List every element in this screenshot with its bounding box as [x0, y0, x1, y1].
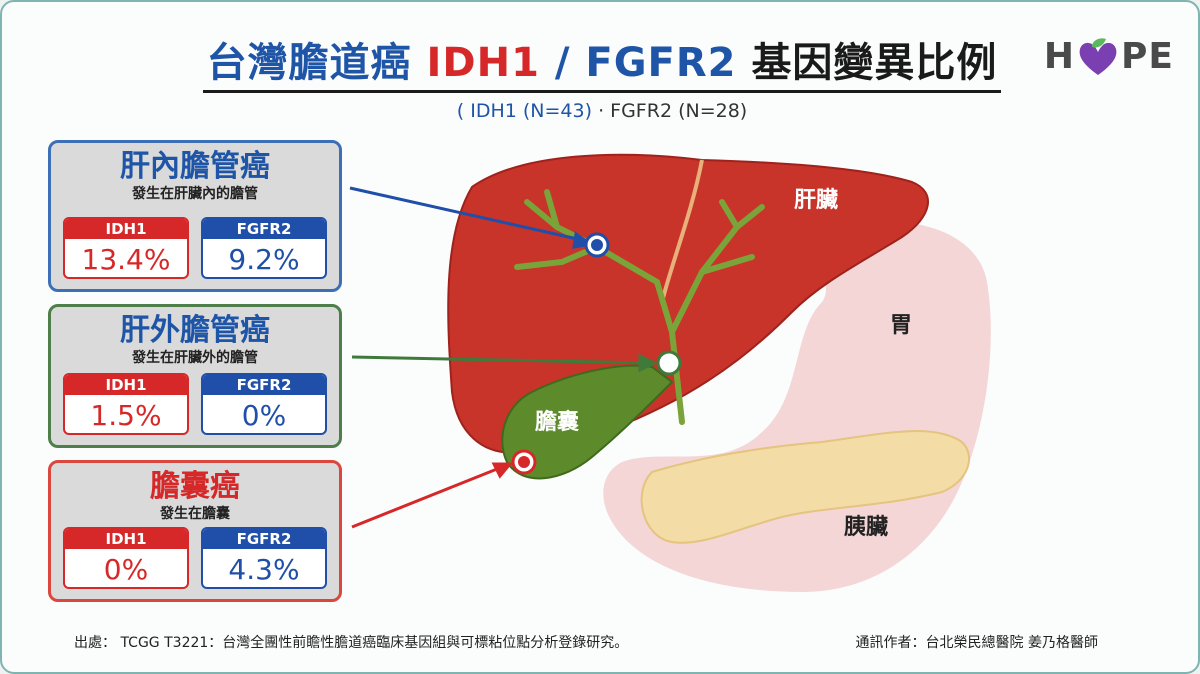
stomach-label: 胃 [890, 313, 913, 338]
idh1-label: IDH1 [65, 219, 187, 239]
idh1-value: 13.4% [81, 243, 171, 276]
fgfr2-label: FGFR2 [203, 219, 325, 239]
page-title: 台灣膽道癌 IDH1 / FGFR2 基因變異比例 [202, 30, 1002, 93]
pancreas-label: 胰臟 [844, 515, 889, 540]
card-subtitle: 發生在膽囊 [160, 506, 230, 522]
title-part-cancer: 台灣膽道癌 [206, 40, 412, 86]
fgfr2-value: 0% [241, 399, 287, 432]
heart-leaf-icon [1079, 37, 1117, 75]
fgfr2-box: FGFR2 9.2% [201, 217, 327, 279]
anatomy-illustration [349, 153, 991, 593]
pancreas-shape [640, 430, 971, 544]
title-area: 台灣膽道癌 IDH1 / FGFR2 基因變異比例 [2, 30, 1198, 93]
arrow-red [351, 462, 514, 529]
arrow-green [351, 353, 658, 373]
idh1-value: 1.5% [90, 399, 162, 432]
gallbladder-shape [501, 364, 674, 480]
subtitle-fgfr: · FGFR2 (N=28) [598, 100, 748, 122]
idh1-box: IDH1 0% [63, 527, 189, 589]
fgfr2-label: FGFR2 [203, 375, 325, 395]
card-subtitle: 發生在肝臟內的膽管 [132, 186, 258, 202]
fgfr2-label: FGFR2 [203, 529, 325, 549]
bile-duct-tree [514, 189, 765, 425]
card-title: 肝外膽管癌 [120, 313, 270, 348]
gallbladder-label: 膽囊 [535, 410, 580, 435]
card-subtitle: 發生在肝臟外的膽管 [132, 350, 258, 366]
source-note: 出處： TCGG T3221：台灣全團性前瞻性膽道癌臨床基因組與可標粘位點分析登… [74, 635, 629, 651]
idh1-label: IDH1 [65, 375, 187, 395]
fgfr2-box: FGFR2 4.3% [201, 527, 327, 589]
card-extrahepatic: 肝外膽管癌 發生在肝臟外的膽管 IDH1 1.5% FGFR2 0% [48, 304, 342, 448]
logo-text-left: H [1043, 36, 1076, 77]
arrow-blue [349, 186, 594, 249]
fgfr2-value: 9.2% [228, 243, 300, 276]
idh1-box: IDH1 1.5% [63, 373, 189, 435]
fgfr2-value: 4.3% [228, 553, 300, 586]
idh1-value: 0% [103, 553, 149, 586]
card-title: 膽囊癌 [150, 469, 240, 504]
liver-label: 肝臟 [794, 188, 839, 213]
subtitle-idh: ( IDH1 (N=43) [456, 100, 593, 122]
title-part-idh1: IDH1 [426, 40, 540, 86]
hope-logo: H PE [1044, 36, 1174, 77]
card-intrahepatic: 肝內膽管癌 發生在肝臟內的膽管 IDH1 13.4% FGFR2 9.2% [48, 140, 342, 292]
author-note: 通訊作者：台北榮民總醫院 姜乃格醫師 [855, 635, 1098, 651]
fgfr2-box: FGFR2 0% [201, 373, 327, 435]
card-title: 肝內膽管癌 [120, 149, 270, 184]
card-gallbladder: 膽囊癌 發生在膽囊 IDH1 0% FGFR2 4.3% [48, 460, 342, 602]
title-part-ratio: 基因變異比例 [751, 40, 998, 86]
logo-text-right: PE [1121, 36, 1174, 77]
idh1-label: IDH1 [65, 529, 187, 549]
title-part-fgfr2: / FGFR2 [554, 40, 737, 86]
marker-extrahepatic [656, 350, 682, 376]
idh1-box: IDH1 13.4% [63, 217, 189, 279]
subtitle: ( IDH1 (N=43) · FGFR2 (N=28) [2, 100, 1198, 122]
